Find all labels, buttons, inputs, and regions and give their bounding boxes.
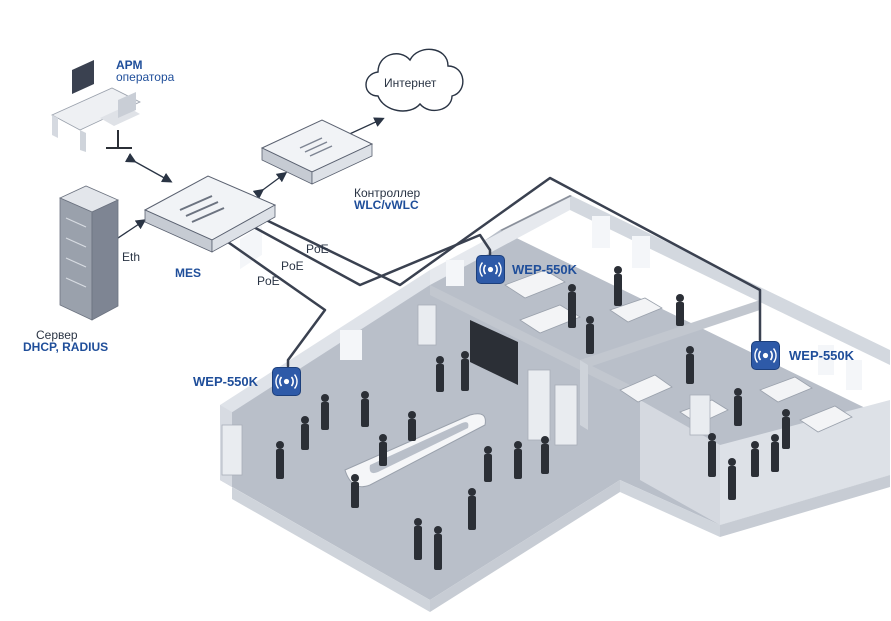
operator-workstation (51, 60, 141, 152)
internet-cloud (365, 48, 464, 112)
wifi-access-point-icon (752, 342, 779, 369)
controller-label-title: Контроллер (354, 186, 421, 200)
access-point-label: WEP-550K (789, 348, 855, 363)
wlc-controller-device (260, 119, 374, 185)
wifi-access-point-icon (273, 368, 300, 395)
access-point-label: WEP-550K (512, 262, 578, 277)
access-point-label: WEP-550K (193, 374, 259, 389)
arm-label-title: АРМ (116, 58, 143, 72)
mes-switch-device (143, 175, 277, 253)
conference-table (344, 413, 486, 488)
eth-label: Eth (122, 250, 141, 264)
server-device (59, 185, 119, 321)
arm-label-subtitle: оператора (116, 70, 175, 84)
office-people (276, 266, 790, 570)
office-floor-plan (220, 195, 890, 612)
poe-cables (223, 176, 762, 368)
server-label-roles: DHCP, RADIUS (23, 340, 109, 354)
internet-label: Интернет (384, 76, 437, 90)
poe-label-1: PoE (306, 242, 329, 256)
controller-label-model: WLC/vWLC (354, 198, 419, 212)
poe-label-3: PoE (257, 274, 280, 288)
poe-label-2: PoE (281, 259, 304, 273)
wifi-access-point-icon (477, 256, 504, 283)
mes-label: MES (175, 266, 202, 280)
server-label-title: Сервер (36, 328, 78, 342)
